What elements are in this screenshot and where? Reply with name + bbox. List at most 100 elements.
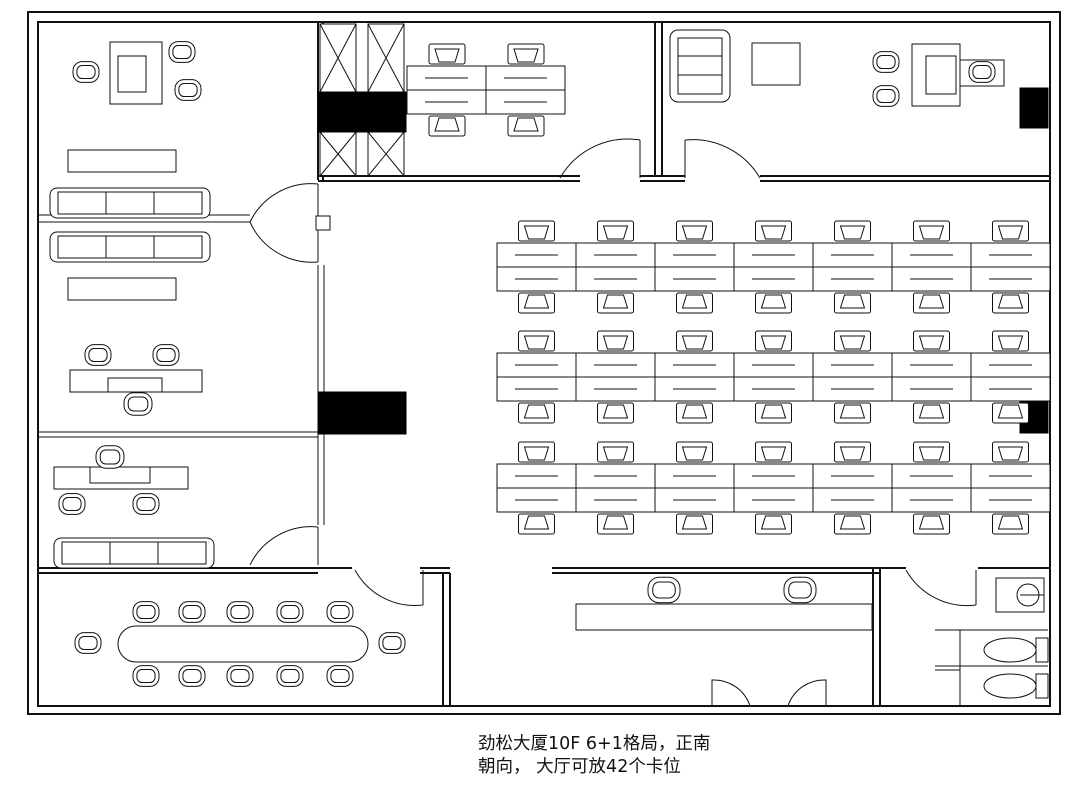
chair	[132, 601, 160, 623]
chair	[276, 665, 304, 687]
chair	[378, 632, 406, 654]
chair	[178, 601, 206, 623]
desk-chair	[992, 330, 1029, 352]
chair	[276, 601, 304, 623]
desk-chair	[518, 441, 555, 463]
chair	[226, 601, 254, 623]
desk-chair	[597, 402, 634, 424]
desk-chair	[676, 292, 713, 314]
workstation	[812, 352, 893, 402]
desk-chair	[755, 292, 792, 314]
door-arc	[249, 526, 319, 566]
chair	[872, 51, 900, 73]
workstation	[733, 352, 814, 402]
desk-chair	[597, 330, 634, 352]
restroom-fixtures	[935, 577, 1049, 707]
desk-chair	[676, 513, 713, 535]
chair	[132, 665, 160, 687]
desk-chair	[518, 402, 555, 424]
chair	[84, 344, 112, 366]
workstation	[496, 463, 577, 513]
caption-line-2: 朝向， 大厅可放42个卡位	[478, 757, 681, 777]
workstation	[891, 463, 972, 513]
desk-chair	[428, 115, 466, 137]
desk-chair	[518, 292, 555, 314]
workstation	[485, 65, 566, 115]
desk-chair	[755, 513, 792, 535]
desk-chair	[913, 220, 950, 242]
outer-wall	[27, 11, 1061, 715]
workstation	[733, 242, 814, 292]
desk-chair	[913, 441, 950, 463]
workstation	[496, 242, 577, 292]
office-desk	[69, 369, 203, 393]
desk-chair	[755, 330, 792, 352]
desk-chair	[834, 402, 871, 424]
chair	[178, 665, 206, 687]
desk-chair	[834, 513, 871, 535]
desk-chair	[518, 220, 555, 242]
desk-chair	[913, 402, 950, 424]
desk-chair	[518, 330, 555, 352]
pillar	[317, 91, 407, 133]
workstation	[575, 463, 656, 513]
desk-chair	[676, 402, 713, 424]
office-desk	[53, 466, 189, 490]
desk-chair	[992, 513, 1029, 535]
sofa	[49, 187, 211, 219]
desk-chair	[597, 513, 634, 535]
storage-cabinets	[319, 23, 405, 177]
desk-chair	[992, 220, 1029, 242]
door-arc	[249, 183, 319, 223]
workstation	[733, 463, 814, 513]
chair	[168, 41, 196, 63]
desk-chair	[913, 330, 950, 352]
desk-chair	[913, 513, 950, 535]
desk-chair	[597, 220, 634, 242]
desk-chair	[676, 220, 713, 242]
office-desk	[109, 41, 163, 105]
desk-chair	[834, 220, 871, 242]
door-arc	[249, 221, 319, 263]
desk-chair	[992, 292, 1029, 314]
chair	[647, 576, 681, 604]
chairs	[58, 41, 996, 687]
workstation	[970, 463, 1051, 513]
workstation	[406, 65, 487, 115]
toilet	[935, 665, 1049, 707]
desk-chair	[834, 330, 871, 352]
desk-chair	[597, 441, 634, 463]
chair	[58, 493, 86, 515]
workstation	[575, 242, 656, 292]
chair	[123, 392, 153, 416]
workstation	[654, 352, 735, 402]
chair	[152, 344, 180, 366]
chair	[226, 665, 254, 687]
desk-chair	[834, 441, 871, 463]
chair	[326, 601, 354, 623]
north-rooms	[318, 22, 1050, 182]
desk-chair	[755, 441, 792, 463]
desk-chair	[755, 220, 792, 242]
conference-table	[117, 625, 369, 663]
manager-office-furniture	[669, 29, 1005, 107]
conference-room	[117, 625, 369, 663]
workstation	[496, 352, 577, 402]
chair	[95, 445, 125, 469]
desk-chair	[992, 402, 1029, 424]
workstation	[812, 242, 893, 292]
chair	[872, 85, 900, 107]
chair	[783, 576, 817, 604]
pillar	[317, 391, 407, 435]
reception-desk	[575, 603, 873, 631]
desk-chair	[676, 330, 713, 352]
entrance-door	[711, 679, 751, 707]
chair	[74, 632, 102, 654]
desk-chair	[755, 402, 792, 424]
desk-chair	[518, 513, 555, 535]
plan-caption: 劲松大厦10F 6+1格局，正南 朝向， 大厅可放42个卡位	[478, 733, 710, 779]
sofa	[53, 537, 215, 569]
desk-chair	[597, 292, 634, 314]
office-desk	[911, 43, 961, 107]
chair	[72, 61, 100, 83]
